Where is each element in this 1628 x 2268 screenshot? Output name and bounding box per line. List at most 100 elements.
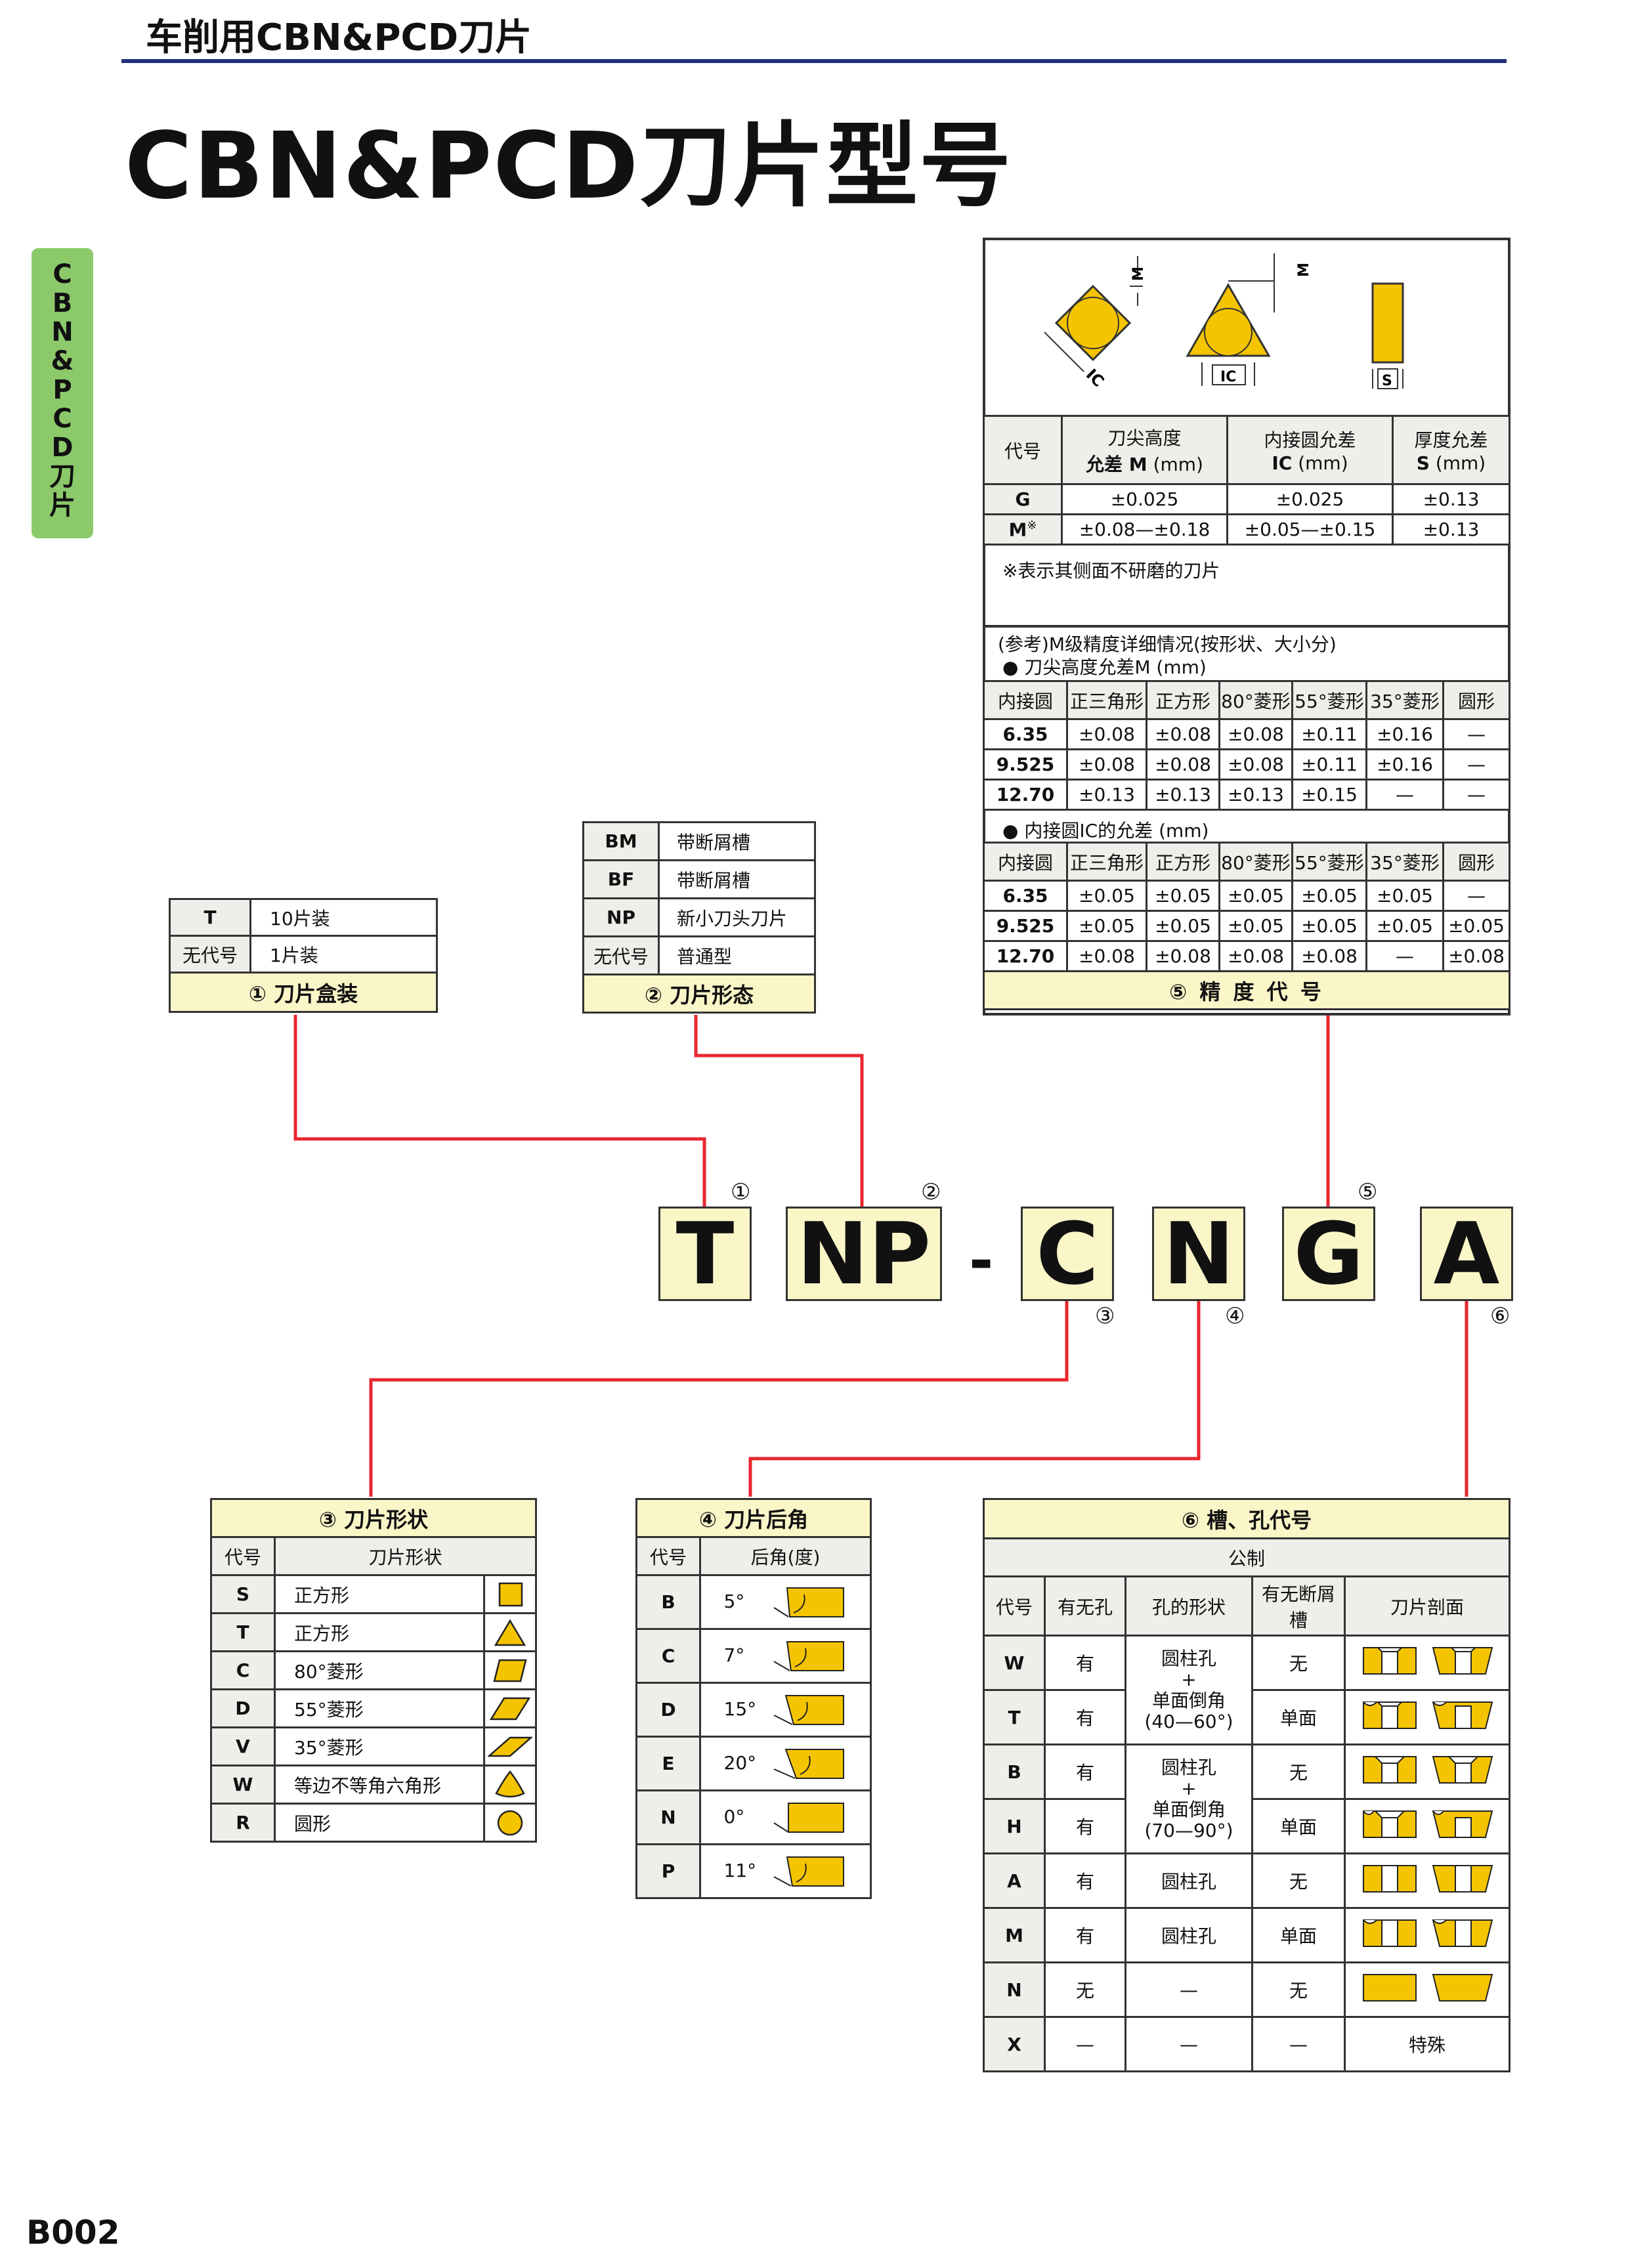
precision-m: ±0.025 <box>1061 483 1228 515</box>
clearance-0-icon <box>773 1802 844 1833</box>
hole-title: ⑥ 槽、孔代号 <box>983 1498 1510 1539</box>
ic-label: IC <box>1082 365 1108 391</box>
ic-row: 9.525±0.05±0.05±0.05±0.05±0.05±0.05 <box>983 910 1510 942</box>
col-round: 圆形 <box>1442 842 1510 882</box>
connector-shape <box>369 1301 1069 1497</box>
col-round: 圆形 <box>1442 680 1510 720</box>
clearance-20-icon <box>773 1748 844 1779</box>
col-code: 代号 <box>635 1536 701 1576</box>
m-row: 6.35±0.08±0.08±0.08±0.11±0.16— <box>983 718 1510 750</box>
m-label: M <box>1296 263 1312 277</box>
hole-subheader: 公制 <box>983 1537 1510 1577</box>
code-dash: - <box>969 1226 994 1295</box>
section-t-icon <box>1363 1701 1493 1729</box>
marker-4: ④ <box>1225 1303 1245 1329</box>
clearance-15-icon <box>773 1694 844 1725</box>
page-title: CBN&PCD刀片型号 <box>125 113 1013 220</box>
form-code: BF <box>582 859 660 899</box>
page-number: B002 <box>26 2214 120 2252</box>
form-title: ② 刀片形态 <box>582 974 816 1014</box>
packaging-table: T 10片装 无代号 1片装 ① 刀片盒装 <box>169 898 438 1013</box>
rhombus-55-icon <box>490 1697 530 1720</box>
side-tab-char: C <box>53 259 72 289</box>
ic-row: 6.35±0.05±0.05±0.05±0.05±0.05— <box>983 880 1510 912</box>
side-tab-char: 片 <box>49 490 75 521</box>
code-box-clearance: N <box>1152 1204 1245 1304</box>
connector-clearance <box>748 1301 1201 1497</box>
precision-code: G <box>983 483 1063 515</box>
side-tab-char: D <box>51 433 74 463</box>
col-hole-shape: 孔的形状 <box>1125 1575 1253 1637</box>
form-code: BM <box>582 821 660 861</box>
section-m-icon <box>1363 1919 1493 1947</box>
pack-desc: 1片装 <box>249 935 438 974</box>
square-icon <box>498 1582 523 1606</box>
col-triangle: 正三角形 <box>1066 842 1147 882</box>
side-tab-char: 刀 <box>49 461 75 492</box>
pack-desc: 10片装 <box>249 898 438 937</box>
col-hole: 有无孔 <box>1044 1575 1126 1637</box>
header-rule <box>121 59 1507 63</box>
reference-title: (参考)M级精度详细情况(按形状、大小分) <box>998 633 1337 655</box>
col-m: 刀尖高度允差 M (mm) <box>1061 415 1228 485</box>
side-tab-char: C <box>53 404 72 434</box>
precision-diagram: M IC M IC S <box>1044 253 1404 391</box>
col-square: 正方形 <box>1146 842 1220 882</box>
precision-ic: ±0.05—±0.15 <box>1226 513 1394 546</box>
ic-row: 12.70±0.08±0.08±0.08±0.08—±0.08 <box>983 940 1510 972</box>
col-35: 35°菱形 <box>1365 680 1444 720</box>
shape-title: ③ 刀片形状 <box>210 1498 537 1538</box>
pack-code: T <box>169 898 251 937</box>
packaging-title: ① 刀片盒装 <box>169 972 438 1013</box>
section-w-icon <box>1363 1646 1493 1675</box>
clearance-5-icon <box>773 1587 844 1617</box>
col-code: 代号 <box>983 1575 1046 1637</box>
side-tab-char: & <box>51 346 74 376</box>
m-subtitle: ● 刀尖高度允差M (mm) <box>1002 656 1207 678</box>
pack-code: 无代号 <box>169 935 251 974</box>
section-n-icon <box>1363 1973 1493 2001</box>
col-angle: 后角(度) <box>699 1536 872 1576</box>
hole-shape-wt: 圆柱孔+单面倒角(40—60°) <box>1125 1635 1253 1745</box>
ic-detail-table: 内接圆 正三角形 正方形 80°菱形 55°菱形 35°菱形 圆形 6.35±0… <box>983 842 1510 1010</box>
precision-title: ⑤ 精 度 代 号 <box>983 970 1510 1010</box>
code-box-form: NP <box>786 1204 942 1304</box>
col-ic: 内接圆 <box>983 842 1068 882</box>
side-tab: C B N & P C D 刀 片 <box>32 248 93 538</box>
trigon-icon <box>495 1770 525 1797</box>
circle-icon <box>497 1810 523 1835</box>
col-square: 正方形 <box>1146 680 1220 720</box>
col-55: 55°菱形 <box>1291 842 1367 882</box>
marker-1: ① <box>731 1179 751 1205</box>
clearance-title: ④ 刀片后角 <box>635 1498 872 1538</box>
col-section: 刀片剖面 <box>1344 1575 1510 1637</box>
section-h-icon <box>1363 1810 1493 1838</box>
col-breaker: 有无断屑槽 <box>1251 1575 1346 1637</box>
hole-shape-bh: 圆柱孔+单面倒角(70—90°) <box>1125 1744 1253 1854</box>
precision-m: ±0.08—±0.18 <box>1061 513 1228 546</box>
m-row: 9.525±0.08±0.08±0.08±0.11±0.16— <box>983 748 1510 781</box>
triangle-icon <box>494 1619 526 1646</box>
side-tab-char: N <box>51 317 74 347</box>
precision-code: M※ <box>983 513 1063 546</box>
